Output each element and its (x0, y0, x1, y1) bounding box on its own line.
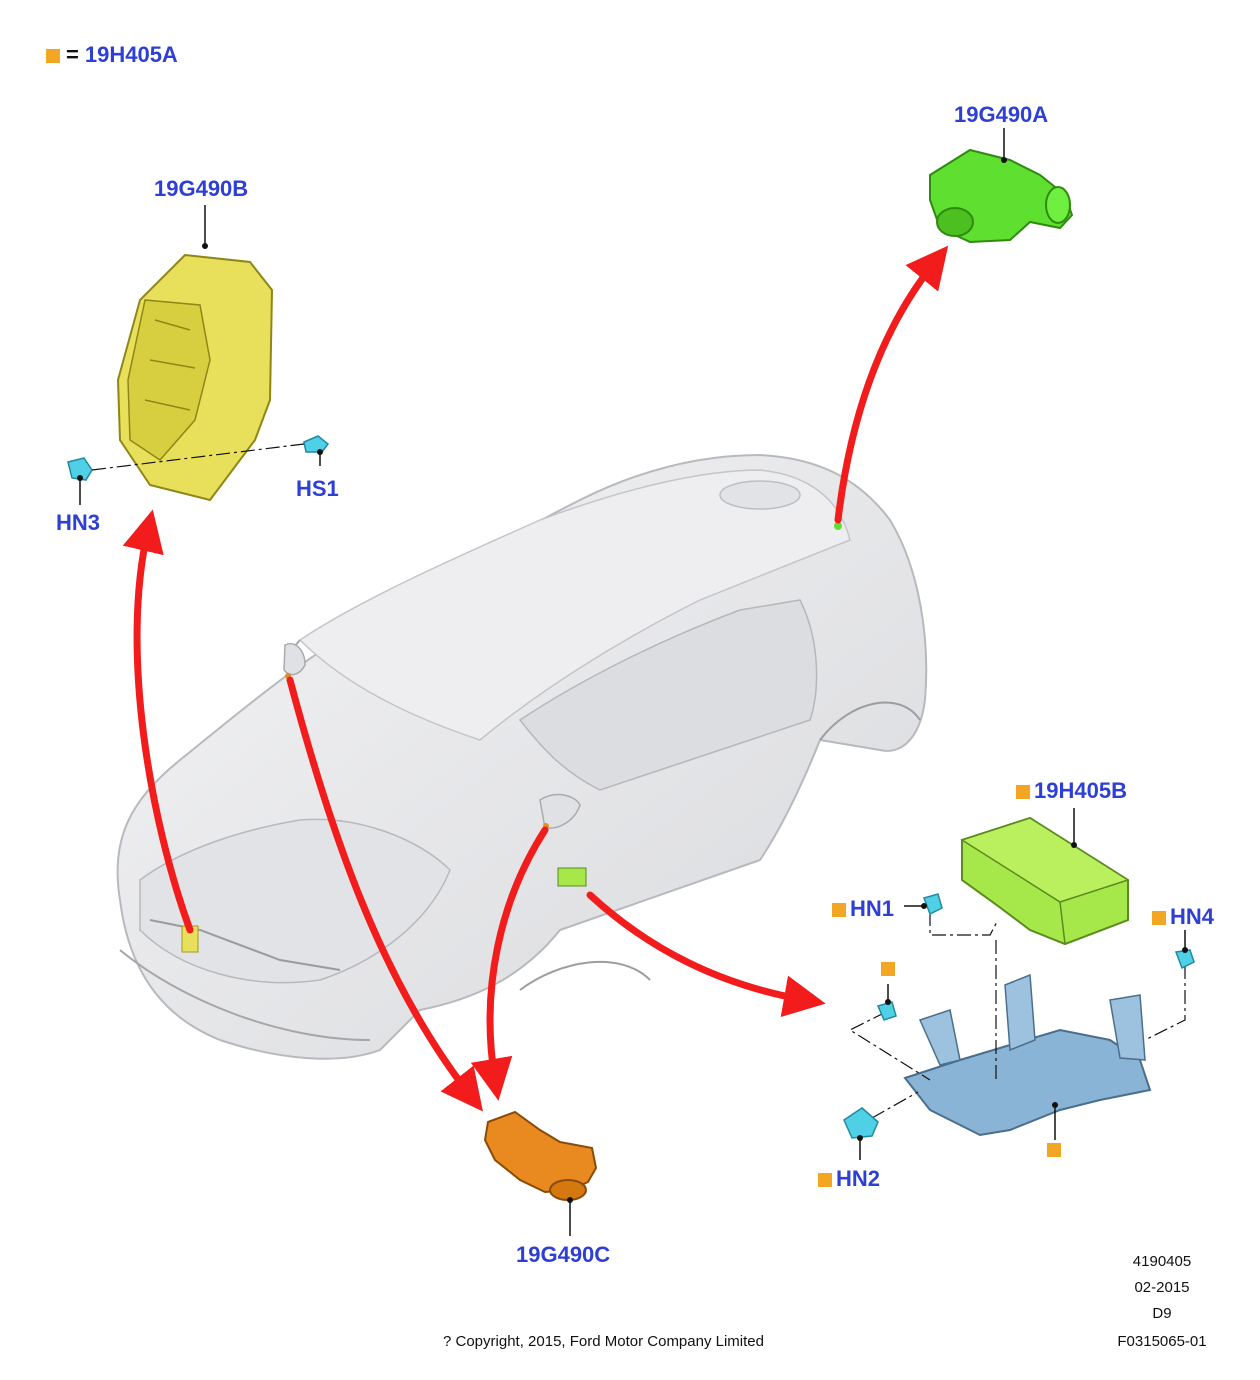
callout-HN1: HN1 (832, 898, 894, 920)
bracket-phantom-lines (848, 912, 1186, 1119)
marker-19H405A (1016, 785, 1030, 799)
mounting-bracket (903, 973, 1152, 1140)
module-19H405B (960, 808, 1130, 946)
marker-19H405A (1152, 911, 1166, 925)
arrow-to-19H405B (586, 891, 826, 1018)
location-arrows (122, 245, 949, 1112)
callout-HN3: HN3 (56, 510, 101, 535)
arrow-to-19G490C-right (470, 826, 549, 1101)
phantom-line-b (91, 443, 305, 471)
marker-19H405A (1047, 1143, 1061, 1157)
callout-HS1: HS1 (296, 476, 339, 501)
legend-marker (46, 49, 60, 63)
figure-number: F0315065-01 (1117, 1333, 1207, 1350)
callout-HN1-text: HN1 (850, 896, 895, 921)
callout-19G490C: 19G490C (516, 1242, 611, 1267)
fastener-HN4 (1174, 930, 1195, 970)
legend-code: 19H405A (84, 42, 178, 67)
callout-HN2-text: HN2 (836, 1166, 881, 1191)
fastener-unlabeled (876, 984, 897, 1021)
fastener-HS1 (303, 435, 330, 466)
fastener-HN3 (67, 457, 93, 505)
callout-HN4-text: HN4 (1170, 904, 1215, 929)
illustration-date: 02-2015 (1134, 1279, 1190, 1296)
callout-HN2: HN2 (818, 1168, 880, 1190)
callout-19G490A: 19G490A (954, 102, 1049, 127)
legend-equals: = (66, 42, 79, 67)
arrow-to-19G490A (834, 245, 949, 524)
vehicle-illustration (116, 453, 928, 1060)
illustration-id: 4190405 (1132, 1253, 1192, 1270)
marker-19H405A (881, 962, 895, 976)
illustration-code: D9 (1152, 1305, 1172, 1322)
legend: =19H405A (46, 42, 178, 68)
fastener-HN1 (904, 893, 943, 916)
module-19G490B (116, 205, 274, 502)
callout-19H405B: 19H405B (1016, 780, 1127, 802)
arrow-to-19G490C-left (286, 676, 483, 1112)
module-19G490A (929, 128, 1074, 244)
marker-19H405A (832, 903, 846, 917)
fastener-HN2 (843, 1107, 879, 1160)
callout-19H405B-text: 19H405B (1034, 778, 1127, 803)
module-19G490C (483, 1110, 598, 1236)
copyright: ? Copyright, 2015, Ford Motor Company Li… (443, 1333, 764, 1350)
marker-19H405A (818, 1173, 832, 1187)
callout-HN4: HN4 (1152, 906, 1214, 928)
arrow-to-19G490B (122, 509, 194, 934)
callout-19G490B: 19G490B (154, 176, 249, 201)
